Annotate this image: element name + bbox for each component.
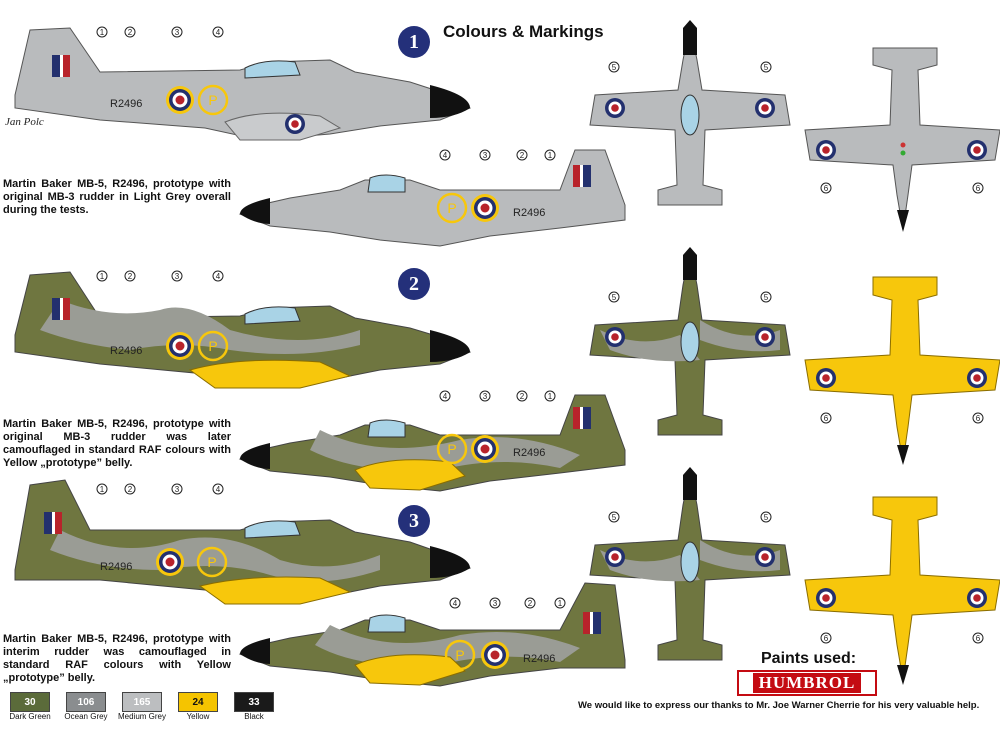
svg-text:3: 3: [493, 599, 498, 608]
svg-text:2: 2: [128, 485, 133, 494]
svg-text:1: 1: [548, 151, 553, 160]
swatch-code: 30: [10, 692, 50, 712]
plan-top-2: [589, 247, 791, 436]
svg-text:1: 1: [558, 599, 563, 608]
swatch-165: 165 Medium Grey: [117, 692, 167, 721]
svg-text:4: 4: [216, 28, 221, 37]
humbrol-logo-text: HUMBROL: [752, 673, 862, 693]
swatch-code: 106: [66, 692, 106, 712]
svg-text:P: P: [208, 338, 217, 354]
swatch-code: 24: [178, 692, 218, 712]
swatch-name: Medium Grey: [117, 712, 166, 721]
svg-text:P: P: [447, 441, 456, 457]
svg-text:2: 2: [528, 599, 533, 608]
scheme-badge-2: 2: [398, 268, 430, 300]
svg-text:P: P: [455, 647, 464, 663]
svg-text:6: 6: [976, 414, 981, 423]
svg-text:5: 5: [764, 63, 769, 72]
plan-bottom-1: [804, 47, 1000, 232]
svg-text:5: 5: [612, 293, 617, 302]
swatch-name: Ocean Grey: [64, 712, 108, 721]
svg-text:6: 6: [824, 184, 829, 193]
swatch-30: 30 Dark Green: [5, 692, 55, 721]
svg-text:4: 4: [443, 151, 448, 160]
swatch-24: 24 Yellow: [173, 692, 223, 721]
scheme-1-profile-right: P: [238, 149, 626, 247]
svg-text:5: 5: [764, 513, 769, 522]
svg-text:P: P: [207, 554, 216, 570]
serial-3a: R2496: [100, 561, 132, 573]
svg-text:1: 1: [100, 28, 105, 37]
svg-text:5: 5: [612, 513, 617, 522]
svg-text:3: 3: [483, 392, 488, 401]
thanks-note: We would like to express our thanks to M…: [578, 700, 980, 711]
swatch-name: Black: [244, 712, 264, 721]
svg-text:2: 2: [520, 392, 525, 401]
serial-2a: R2496: [110, 345, 142, 357]
paint-swatches: 30 Dark Green 106 Ocean Grey 165 Medium …: [5, 692, 279, 721]
svg-text:2: 2: [128, 28, 133, 37]
page-title: Colours & Markings: [443, 22, 604, 41]
serial-1b: R2496: [513, 207, 545, 219]
serial-2b: R2496: [513, 447, 545, 459]
plan-top-3: [589, 467, 791, 661]
svg-text:P: P: [447, 200, 456, 216]
plan-bottom-2: [804, 276, 1000, 465]
svg-text:6: 6: [976, 634, 981, 643]
scheme-badge-1: 1: [398, 26, 430, 58]
scheme-badge-3: 3: [398, 505, 430, 537]
svg-text:P: P: [208, 92, 217, 108]
paints-heading: Paints used:: [761, 650, 857, 667]
callout-markers: 1 2 3 4 4 3 2 1 5 5 6 6 1 2 3 4 4 3 2 1 …: [96, 26, 984, 644]
svg-text:3: 3: [175, 28, 180, 37]
swatch-name: Yellow: [186, 712, 210, 721]
svg-text:5: 5: [612, 63, 617, 72]
scheme-1-profile-left: P: [14, 27, 472, 141]
scheme-2-profile-left: P: [14, 271, 472, 389]
scheme-3-description: Martin Baker MB-5, R2496, prototype with…: [3, 633, 231, 684]
swatch-33: 33 Black: [229, 692, 279, 721]
svg-text:4: 4: [216, 485, 221, 494]
swatch-code: 165: [122, 692, 162, 712]
svg-text:6: 6: [976, 184, 981, 193]
svg-text:6: 6: [824, 634, 829, 643]
svg-text:3: 3: [175, 272, 180, 281]
swatch-code: 33: [234, 692, 274, 712]
svg-text:1: 1: [100, 485, 105, 494]
plan-bottom-3: [804, 496, 1000, 685]
scheme-3-profile-left: P: [14, 479, 472, 605]
serial-1a: R2496: [110, 98, 142, 110]
svg-text:4: 4: [216, 272, 221, 281]
serial-3b: R2496: [523, 653, 555, 665]
svg-text:2: 2: [128, 272, 133, 281]
artist-signature: Jan Polc: [5, 116, 44, 128]
svg-text:3: 3: [483, 151, 488, 160]
svg-text:3: 3: [175, 485, 180, 494]
swatch-106: 106 Ocean Grey: [61, 692, 111, 721]
svg-text:1: 1: [548, 392, 553, 401]
plan-top-1: [589, 20, 791, 206]
svg-text:4: 4: [453, 599, 458, 608]
svg-text:5: 5: [764, 293, 769, 302]
svg-text:2: 2: [520, 151, 525, 160]
scheme-2-profile-right: P: [238, 394, 626, 492]
scheme-3-profile-right: P: [238, 582, 626, 687]
humbrol-logo: HUMBROL: [737, 670, 877, 696]
swatch-name: Dark Green: [9, 712, 51, 721]
scheme-1-description: Martin Baker MB-5, R2496, prototype with…: [3, 178, 231, 216]
svg-text:4: 4: [443, 392, 448, 401]
svg-text:1: 1: [100, 272, 105, 281]
scheme-2-description: Martin Baker MB-5, R2496, prototype with…: [3, 418, 231, 469]
svg-text:6: 6: [824, 414, 829, 423]
